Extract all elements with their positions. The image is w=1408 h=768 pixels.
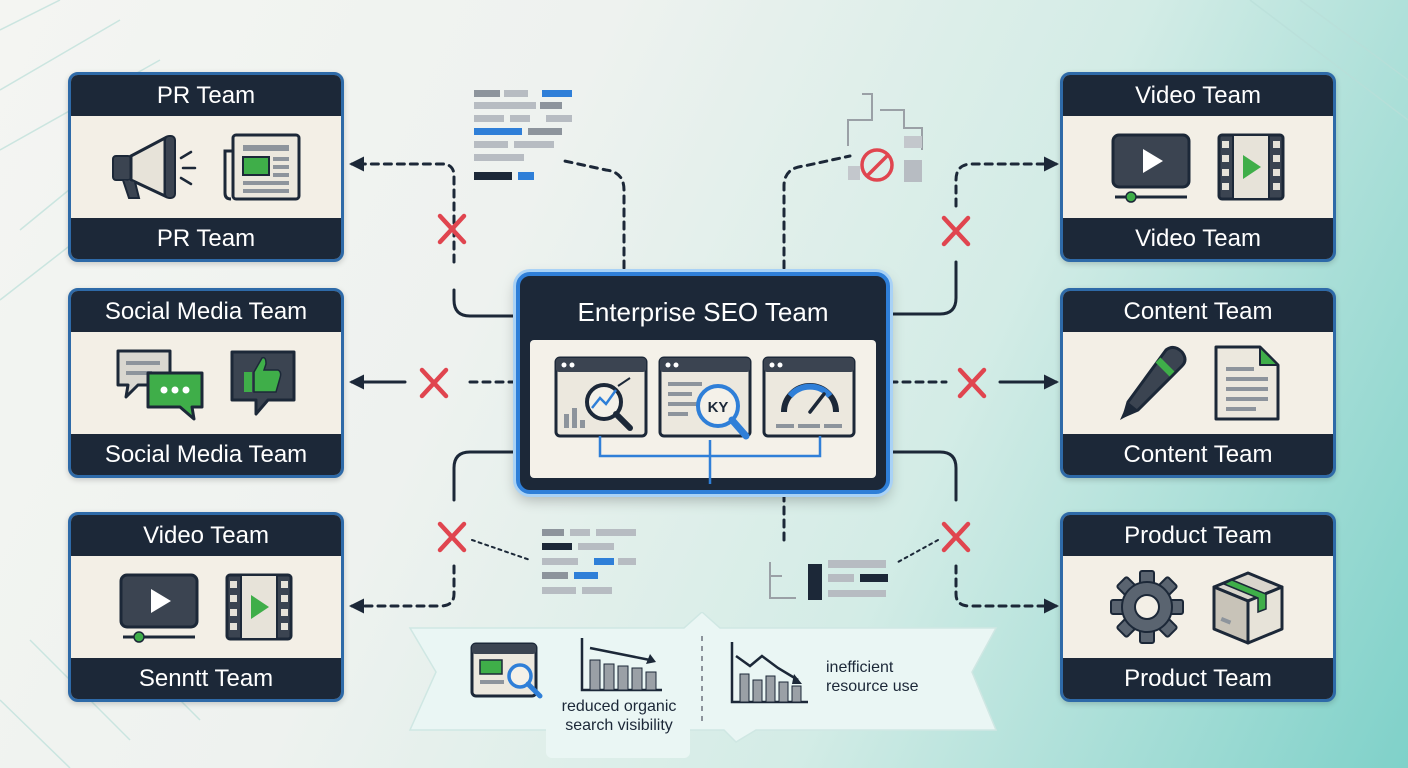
product-team-footer: Product Team: [1063, 658, 1333, 699]
link-video-left: [349, 450, 532, 614]
broken-link-markers: [419, 213, 987, 553]
link-product: [782, 450, 1059, 614]
product-team-icons: [1063, 556, 1333, 658]
impact-text-visibility-line1: reduced organic: [561, 698, 677, 715]
enterprise-seo-team-title: Enterprise SEO Team: [577, 297, 829, 327]
video-team-left-title: Video Team: [71, 515, 341, 556]
broken-link-x-video-right: [941, 215, 971, 247]
product-team-title: Product Team: [1063, 515, 1333, 556]
seo-tools-panel: KY: [530, 340, 876, 484]
package-box-icon: [1212, 571, 1284, 645]
impact-text-resources-line2: resource use: [826, 678, 919, 695]
impact-text-visibility-line2: search visibility: [565, 717, 673, 734]
video-player-icon: [1111, 133, 1191, 203]
declining-bar-chart-icon: [580, 638, 662, 692]
broken-link-x-content: [957, 367, 987, 399]
seo-tools-link-lines: [598, 436, 822, 484]
social-media-team-icons: [71, 332, 341, 434]
pen-icon: [1120, 345, 1187, 420]
speed-gauge-icon: [762, 356, 856, 438]
pr-team-card[interactable]: PR Team PR Team: [68, 72, 344, 262]
broken-link-x-pr: [437, 213, 467, 245]
megaphone-icon: [112, 135, 197, 199]
link-video-right: [782, 154, 1059, 316]
video-team-right-icons: [1063, 116, 1333, 218]
broken-link-x-product: [941, 521, 971, 553]
pr-team-footer: PR Team: [71, 218, 341, 259]
broken-link-x-social: [419, 367, 449, 399]
video-team-right-footer: Video Team: [1063, 218, 1333, 259]
content-team-footer: Content Team: [1063, 434, 1333, 475]
video-team-right-title: Video Team: [1063, 75, 1333, 116]
impact-banner: reduced organic search visibility ineffi…: [406, 612, 1000, 762]
seo-tools-icons: KY: [554, 356, 856, 484]
pr-team-icons: [71, 116, 341, 218]
fragment-bottom-left: [542, 529, 636, 594]
declining-trend-chart-icon: [730, 642, 808, 704]
fragment-top-left: [474, 90, 572, 180]
keyword-search-icon: KY: [658, 356, 752, 440]
content-team-title: Content Team: [1063, 291, 1333, 332]
video-team-left-footer: Senntt Team: [71, 658, 341, 699]
video-team-left-icons: [71, 556, 341, 658]
gear-icon: [1110, 570, 1184, 644]
impact-text-resources-line1: inefficient: [826, 659, 894, 676]
impact-banner-shape: [408, 612, 998, 758]
film-strip-icon: [225, 573, 293, 641]
film-strip-icon: [1217, 133, 1285, 201]
pr-team-title: PR Team: [71, 75, 341, 116]
fragment-bottom-right: [769, 560, 888, 600]
video-team-right-card[interactable]: Video Team Video Team: [1060, 72, 1336, 262]
enterprise-seo-team-card[interactable]: Enterprise SEO Team KY: [516, 272, 890, 494]
link-pr: [349, 156, 626, 318]
video-team-left-card[interactable]: Video Team Senntt Team: [68, 512, 344, 702]
video-player-icon: [119, 573, 199, 643]
fragment-top-right: [847, 93, 923, 182]
impact-text-visibility: reduced organic search visibility: [544, 697, 694, 735]
social-media-team-card[interactable]: Social Media Team Social Media Team: [68, 288, 344, 478]
chat-bubbles-icon: [116, 349, 204, 421]
content-team-card[interactable]: Content Team Content Team: [1060, 288, 1336, 478]
keyword-badge-text: KY: [708, 399, 729, 416]
prohibited-icon: [860, 148, 894, 182]
thumbs-up-icon: [230, 350, 296, 416]
social-media-team-footer: Social Media Team: [71, 434, 341, 475]
browser-search-icon: [470, 642, 543, 699]
impact-text-resources: inefficient resource use: [826, 658, 936, 696]
newspaper-icon: [223, 133, 301, 201]
analytics-chart-icon: [554, 356, 648, 438]
social-media-team-title: Social Media Team: [71, 291, 341, 332]
broken-link-x-video-left: [437, 521, 467, 553]
document-icon: [1214, 345, 1280, 421]
content-team-icons: [1063, 332, 1333, 434]
product-team-card[interactable]: Product Team Product Team: [1060, 512, 1336, 702]
